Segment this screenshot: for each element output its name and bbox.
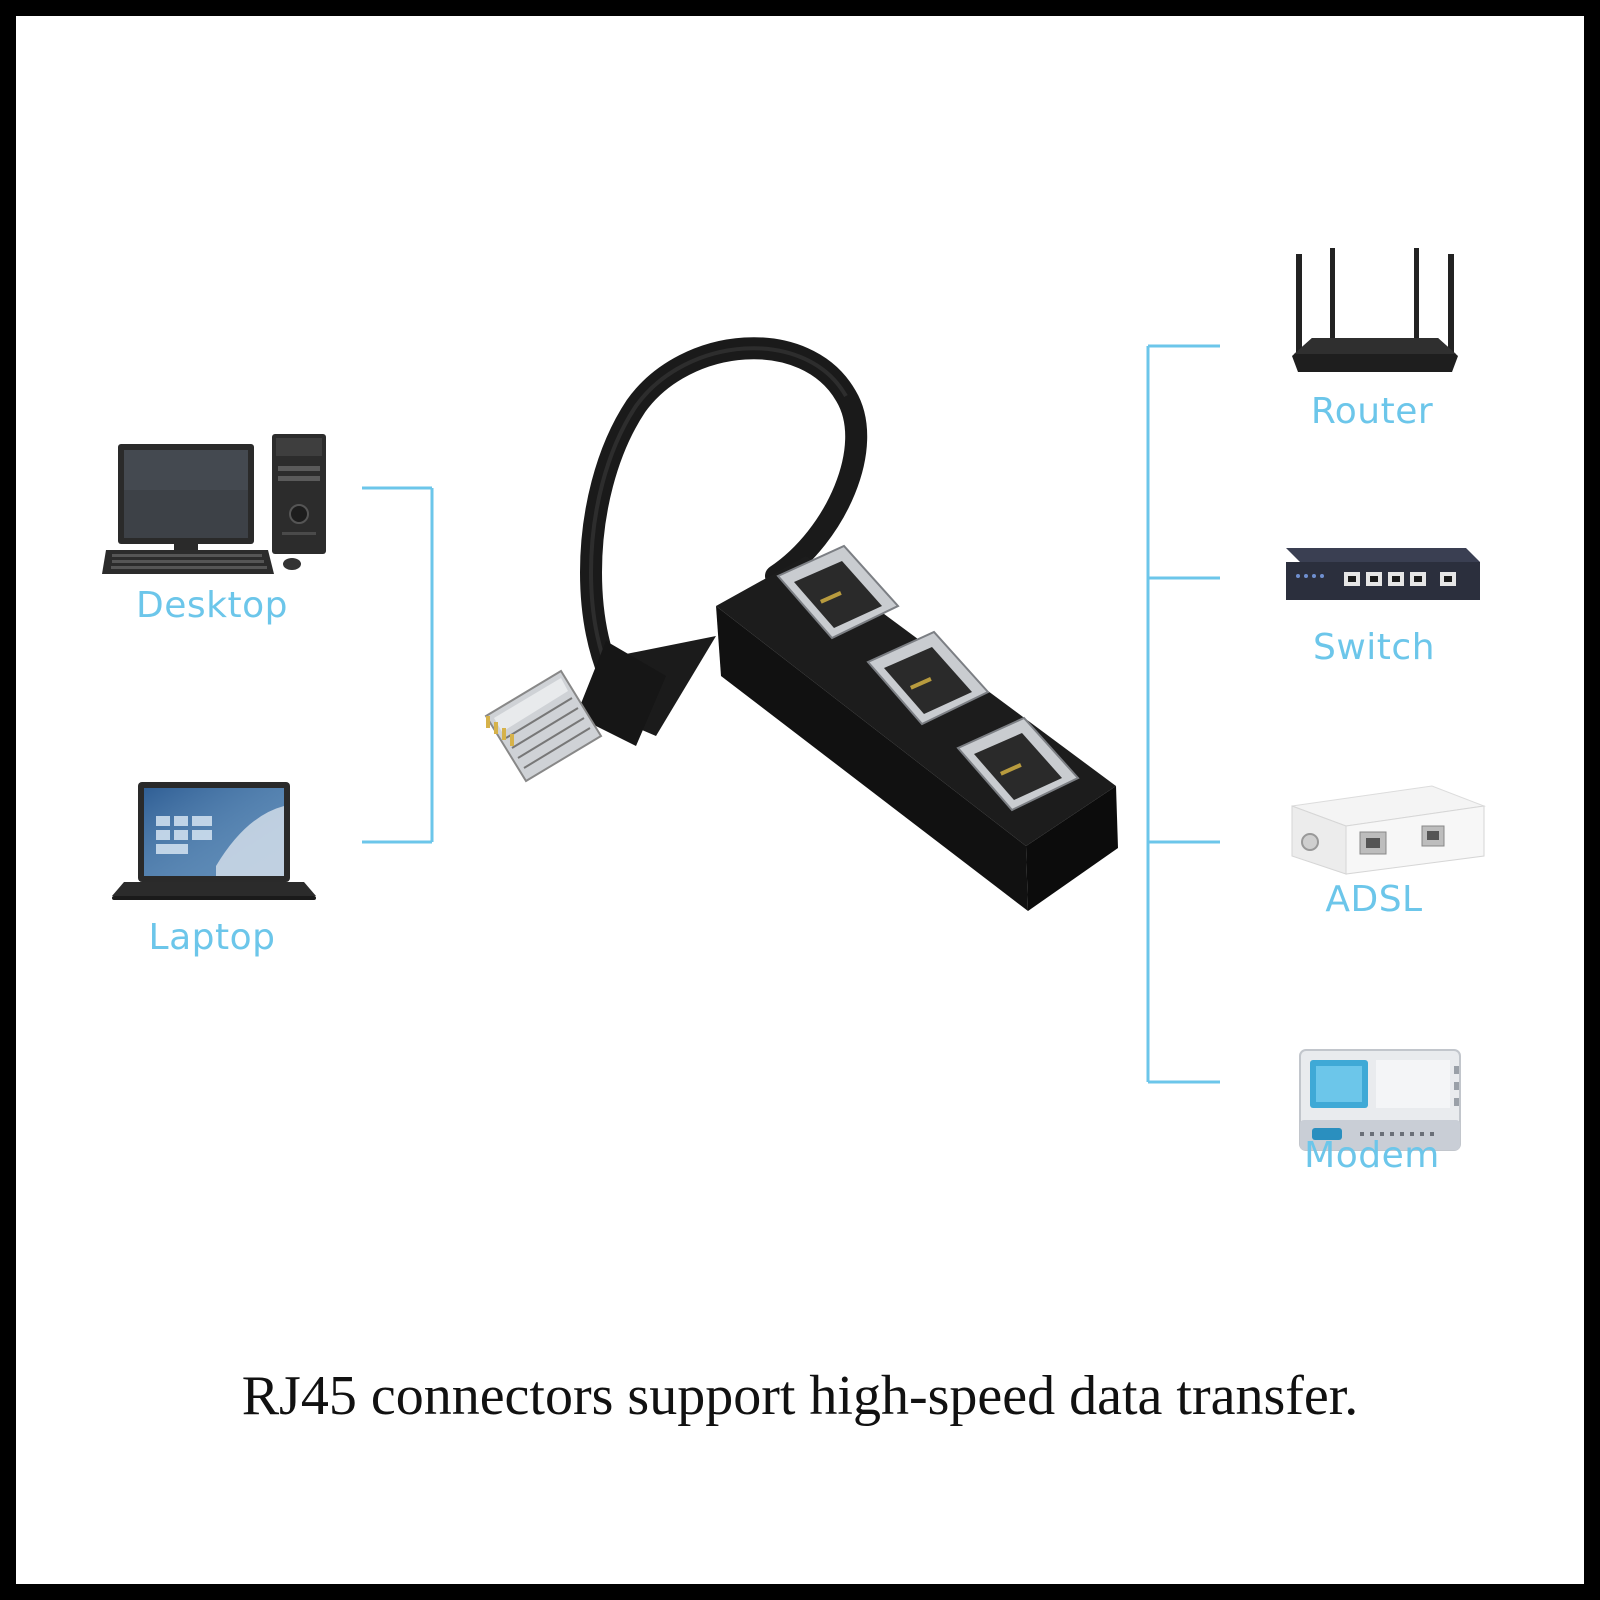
left-connector-bracket [362,486,434,844]
router-label: Router [1310,391,1434,432]
modem-label: Modem [1304,1135,1440,1176]
network-switch-icon [1286,548,1480,600]
rj45-port-3 [956,716,1080,812]
right-connector-bracket [1146,344,1220,1084]
caption: RJ45 connectors support high-speed data … [241,1365,1359,1427]
desktop-label: Desktop [136,585,288,626]
diagram-artwork [102,248,1486,1151]
desktop-computer-icon [102,434,326,574]
adsl-label: ADSL [1325,879,1423,920]
rj45-port-1 [776,544,900,640]
switch-label: Switch [1312,627,1436,668]
laptop-icon [112,782,316,900]
rj45-port-2 [866,630,990,726]
modem-icon [1299,1049,1461,1151]
router-icon [1292,248,1458,372]
laptop-label: Laptop [148,917,276,958]
adsl-box-icon [1291,785,1486,875]
rj45-plug [484,669,603,783]
diagram-frame: Desktop Laptop Router Switch ADSL Modem … [16,16,1584,1584]
rj45-1-to-3-splitter-icon [484,337,1118,911]
